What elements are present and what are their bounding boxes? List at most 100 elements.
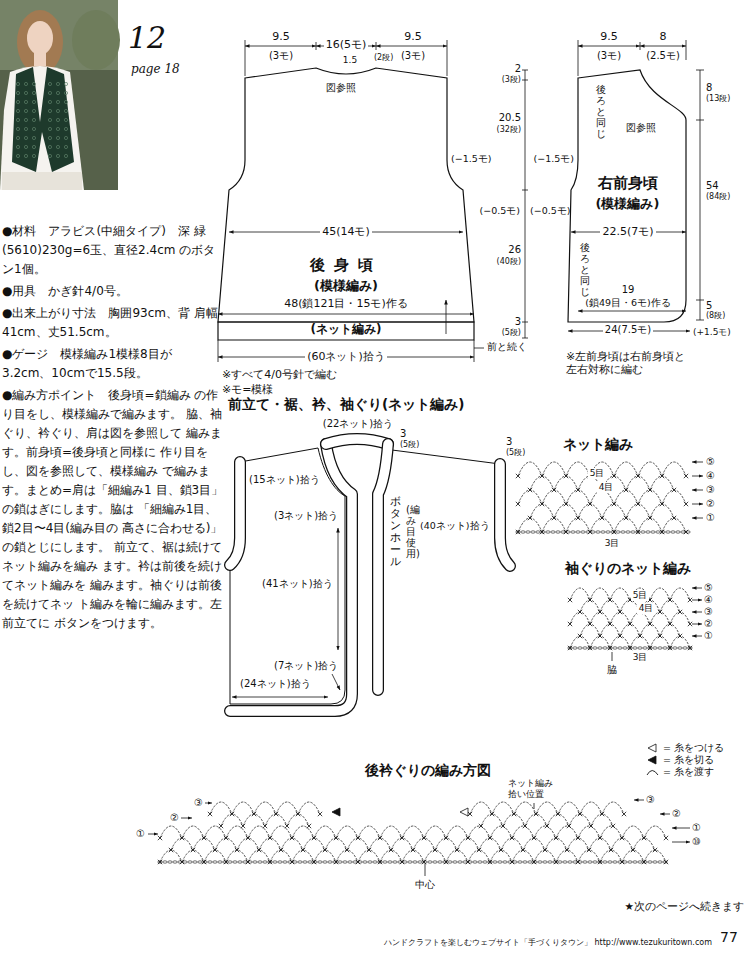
single-crochet — [532, 860, 536, 864]
vest — [12, 67, 74, 172]
chain-stitch — [563, 861, 567, 863]
single-crochet — [274, 812, 278, 816]
piece-name: 後身頃 — [310, 256, 382, 274]
tick-line — [522, 80, 528, 81]
dimension-label: 9.5 — [404, 30, 422, 43]
tick-line — [696, 320, 704, 321]
single-crochet — [279, 848, 283, 852]
single-crochet — [568, 622, 572, 626]
chain-arc — [670, 588, 690, 600]
chain-arc — [644, 850, 666, 862]
stitch-chart — [208, 802, 322, 828]
vest-pattern — [16, 82, 19, 85]
single-crochet — [568, 646, 572, 650]
chain-stitch — [318, 861, 322, 863]
single-crochet — [312, 860, 316, 864]
chain-stitch — [478, 861, 482, 863]
chain-stitch — [623, 861, 627, 863]
photo-foliage — [72, 10, 120, 70]
note: (編み目使用) — [406, 504, 416, 559]
chain-stitch — [593, 647, 597, 649]
dimension-label: (鎖49目・6モ)作る — [585, 297, 671, 308]
vest-pattern — [24, 100, 27, 103]
chain-stitch — [638, 647, 642, 649]
vest-pattern — [48, 118, 51, 121]
tick-line — [218, 340, 219, 362]
chain-arc — [182, 826, 204, 838]
vest-pattern — [24, 136, 27, 139]
chain-arc — [160, 826, 182, 838]
single-crochet — [620, 860, 624, 864]
dimension-label: 3 — [400, 428, 406, 440]
chain-arc — [270, 850, 292, 862]
single-crochet — [301, 848, 305, 852]
chain-stitch — [588, 861, 592, 863]
band-outline — [500, 464, 510, 566]
row-number: ⑩ — [692, 836, 701, 848]
tick-line — [696, 70, 704, 71]
single-crochet — [285, 824, 289, 828]
vest-pattern — [48, 145, 51, 148]
dimension-label: (3モ) — [597, 50, 621, 62]
band-inside — [378, 444, 388, 690]
single-crochet — [510, 836, 514, 840]
chain-arc — [514, 802, 536, 814]
instruction-text: ●用具 かぎ針4/0号。 — [2, 282, 224, 301]
chain-arc — [662, 462, 686, 476]
single-crochet — [684, 474, 688, 478]
vest-pattern — [48, 154, 51, 157]
pointer-arrow — [692, 612, 702, 613]
chain-arc — [662, 490, 686, 504]
chain-arc — [530, 504, 554, 518]
chain-arc — [470, 802, 492, 814]
chain-stitch — [328, 861, 332, 863]
vest-pattern — [48, 82, 51, 85]
pointer-arrow — [692, 476, 703, 477]
chain-arc — [325, 838, 347, 850]
chain-arc — [660, 600, 680, 612]
single-crochet — [345, 848, 349, 852]
chain-arc — [391, 838, 413, 850]
chain-stitch — [293, 861, 297, 863]
chain-arc — [210, 802, 232, 814]
single-crochet — [618, 610, 622, 614]
page-reference: page 18 — [131, 62, 180, 76]
chain-stitch — [278, 861, 282, 863]
vest-pattern — [32, 100, 35, 103]
vest-pattern — [56, 154, 59, 157]
vest-pattern — [56, 127, 59, 130]
chain-stitch — [218, 861, 222, 863]
dimension-label: 48(鎖121目・15モ)作る — [282, 297, 410, 310]
chain-stitch — [578, 647, 582, 649]
row-number: ④ — [706, 470, 715, 482]
single-crochet — [664, 836, 668, 840]
chain-stitch — [568, 861, 572, 863]
row-number: ④ — [704, 594, 713, 606]
dimension-label: (7ネット)拾う — [274, 660, 338, 672]
single-crochet — [688, 622, 692, 626]
single-crochet — [268, 860, 272, 864]
chain-stitch — [618, 647, 622, 649]
chain-stitch — [253, 861, 257, 863]
single-crochet — [612, 474, 616, 478]
single-crochet — [576, 860, 580, 864]
chain-stitch — [608, 861, 612, 863]
single-crochet — [545, 824, 549, 828]
chain-stitch — [651, 531, 655, 533]
vest-pattern — [16, 118, 19, 121]
dimension-label: 20.5 — [499, 112, 521, 124]
chain-arc — [380, 826, 402, 838]
single-crochet — [516, 502, 520, 506]
vest-pattern — [56, 118, 59, 121]
row-number: ③ — [646, 794, 655, 806]
single-crochet — [611, 824, 615, 828]
vest-pattern — [16, 91, 19, 94]
chain-stitch — [681, 531, 685, 533]
tick-line — [578, 40, 579, 76]
chain-stitch — [661, 531, 665, 533]
chain-arc — [523, 838, 545, 850]
chain-arc — [662, 518, 686, 532]
chain-arc — [630, 588, 650, 600]
single-crochet — [510, 860, 514, 864]
vest-pattern — [24, 118, 27, 121]
